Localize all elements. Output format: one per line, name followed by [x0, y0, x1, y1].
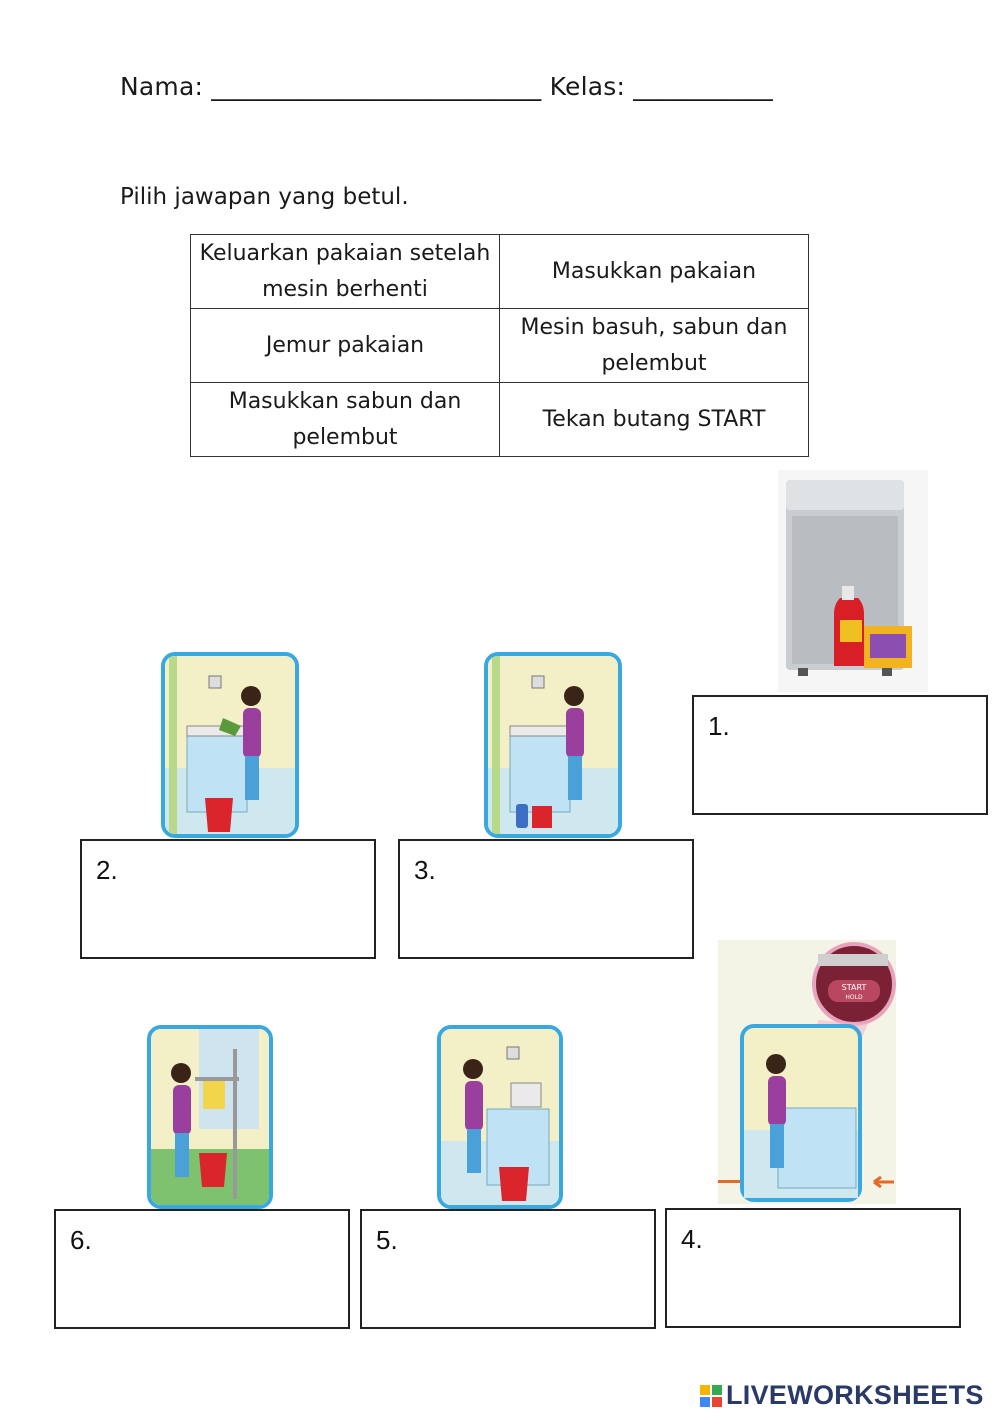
- step-picture-add-detergent: [484, 652, 622, 838]
- woman-pressing-start-icon: START HOLD: [718, 940, 896, 1204]
- hold-button-label: HOLD: [845, 994, 863, 1001]
- class-blank[interactable]: ___________: [633, 72, 773, 101]
- answer-choices-table: Keluarkan pakaian setelah mesin berhenti…: [190, 234, 809, 457]
- step-picture-load-clothes: [161, 652, 299, 838]
- name-blank[interactable]: __________________________: [211, 72, 542, 101]
- washing-machine-icon: [778, 470, 928, 692]
- woman-loading-washer-icon: [165, 656, 295, 834]
- answer-box-number: 3.: [414, 855, 436, 885]
- choice-cell: Masukkan sabun dan pelembut: [190, 382, 500, 457]
- answer-box-number: 4.: [681, 1224, 703, 1254]
- table-row: Masukkan sabun dan pelembut Tekan butang…: [190, 382, 809, 457]
- liveworksheets-logo-icon: [700, 1385, 722, 1407]
- brand-text: LIVEWORKSHEETS: [726, 1380, 984, 1410]
- table-row: Keluarkan pakaian setelah mesin berhenti…: [190, 234, 809, 309]
- liveworksheets-logo: LIVEWORKSHEETS: [700, 1380, 984, 1411]
- class-label: Kelas:: [549, 72, 626, 101]
- answer-box-6[interactable]: 6.: [54, 1209, 350, 1329]
- answer-box-4[interactable]: 4.: [665, 1208, 961, 1328]
- answer-box-number: 1.: [708, 711, 730, 741]
- choice-cell: Mesin basuh, sabun dan pelembut: [499, 308, 809, 383]
- woman-adding-detergent-icon: [488, 656, 618, 834]
- woman-unloading-washer-icon: [441, 1029, 559, 1205]
- answer-box-2[interactable]: 2.: [80, 839, 376, 959]
- step-picture-hang-clothes: [147, 1025, 273, 1209]
- answer-box-5[interactable]: 5.: [360, 1209, 656, 1329]
- answer-box-number: 6.: [70, 1225, 92, 1255]
- name-class-line: Nama: __________________________ Kelas: …: [120, 72, 773, 101]
- woman-hanging-clothes-icon: [151, 1029, 269, 1205]
- name-label: Nama:: [120, 72, 204, 101]
- choice-cell: Jemur pakaian: [190, 308, 500, 383]
- choice-cell: Keluarkan pakaian setelah mesin berhenti: [190, 234, 500, 309]
- step-picture-unload-clothes: [437, 1025, 563, 1209]
- answer-box-3[interactable]: 3.: [398, 839, 694, 959]
- instruction-text: Pilih jawapan yang betul.: [120, 184, 409, 210]
- table-row: Jemur pakaian Mesin basuh, sabun dan pel…: [190, 308, 809, 383]
- answer-box-number: 5.: [376, 1225, 398, 1255]
- step-picture-press-start: START HOLD: [718, 940, 896, 1204]
- start-button-label: START: [842, 983, 867, 992]
- answer-box-1[interactable]: 1.: [692, 695, 988, 815]
- choice-cell: Masukkan pakaian: [499, 234, 809, 309]
- washing-machine-photo: [778, 470, 928, 692]
- answer-box-number: 2.: [96, 855, 118, 885]
- choice-cell: Tekan butang START: [499, 382, 809, 457]
